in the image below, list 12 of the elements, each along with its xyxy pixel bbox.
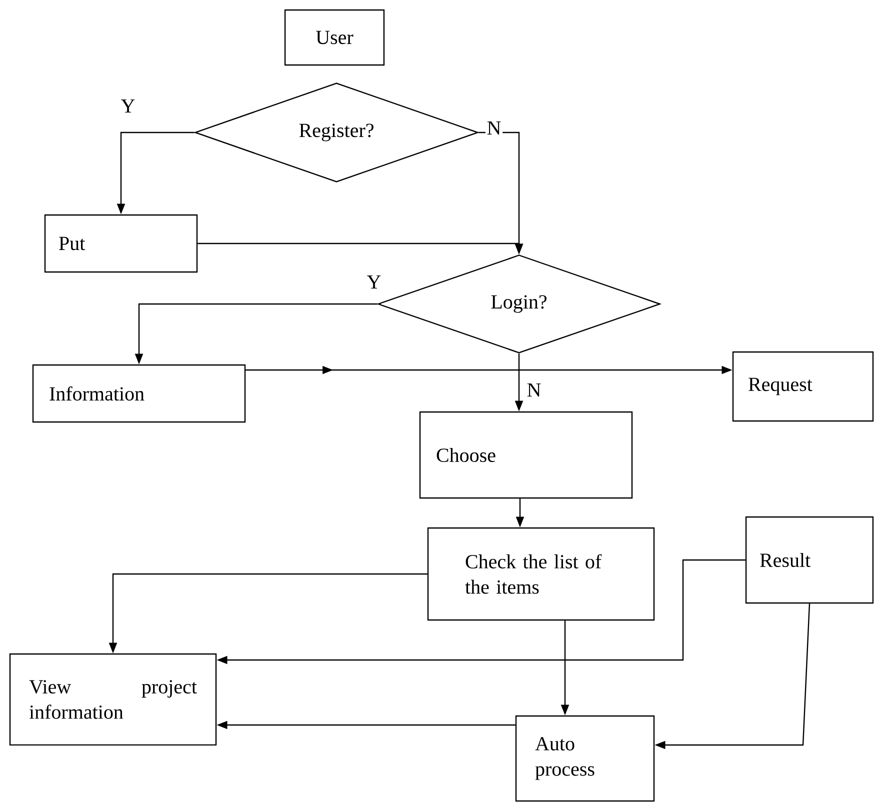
process-box: Information — [32, 364, 246, 423]
process-box: Auto process — [515, 715, 655, 802]
edge-label: N — [525, 382, 543, 398]
edge-label: Y — [119, 98, 137, 114]
process-box: Result — [745, 516, 874, 604]
edge-label: N — [485, 120, 503, 136]
process-box: Check the list of the items — [427, 527, 655, 621]
process-box: Choose — [419, 411, 633, 499]
process-box: Request — [732, 351, 874, 422]
process-box: View project information — [9, 653, 217, 746]
process-box: Put — [44, 214, 198, 273]
process-box: User — [284, 9, 385, 66]
